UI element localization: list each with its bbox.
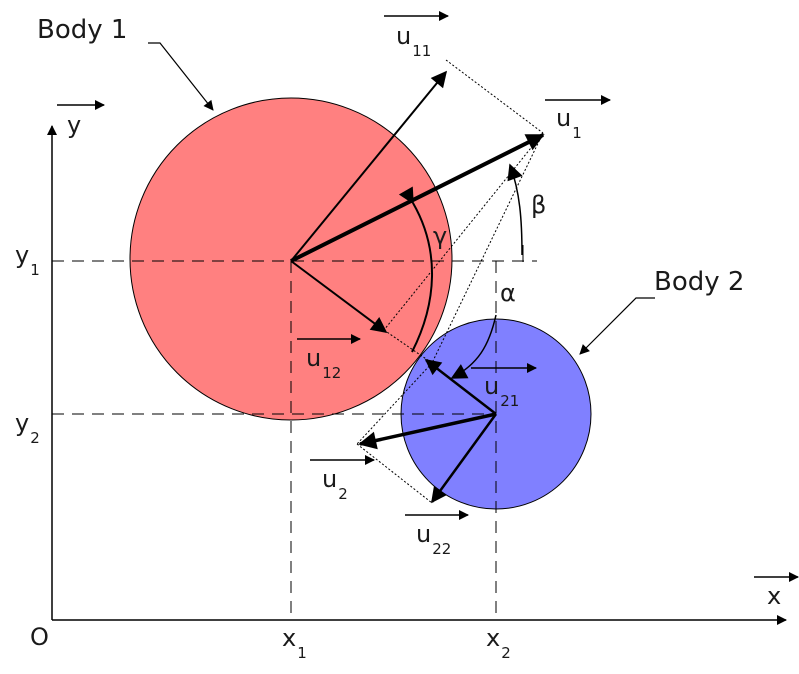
alpha-label: α: [500, 279, 516, 307]
vector-u11: [290, 70, 448, 262]
u21-label: u21: [484, 372, 519, 410]
x1-label: x1: [282, 624, 307, 662]
beta-label: β: [531, 191, 546, 219]
vector-u1: [290, 133, 545, 263]
gamma-arc: [398, 186, 433, 353]
body1-pointer: [148, 42, 214, 111]
body2-label: Body 2: [654, 267, 744, 297]
y-axis-label: y: [67, 111, 81, 139]
body2-pointer: [579, 297, 655, 355]
overarrows: [57, 11, 799, 582]
x-axis-label: x: [767, 582, 781, 610]
origin-label: O: [30, 623, 49, 651]
y2-label: y2: [15, 409, 40, 447]
vector-u21: [424, 359, 497, 415]
body1-label: Body 1: [37, 15, 127, 45]
x2-label: x2: [486, 624, 511, 662]
gamma-label: γ: [433, 222, 447, 250]
u12-label: u12: [306, 344, 341, 382]
y1-label: y1: [15, 241, 40, 279]
u1-label: u1: [556, 104, 582, 142]
u11-label: u11: [396, 22, 431, 60]
alpha-arc: [450, 314, 497, 379]
u22-label: u22: [416, 520, 451, 558]
vector-u22: [430, 413, 498, 504]
vector-u2: [358, 412, 497, 450]
vector-u12: [290, 260, 388, 333]
u2-label: u2: [322, 465, 348, 503]
parallelogram-dots: [356, 59, 544, 504]
beta-arc: [507, 163, 523, 256]
